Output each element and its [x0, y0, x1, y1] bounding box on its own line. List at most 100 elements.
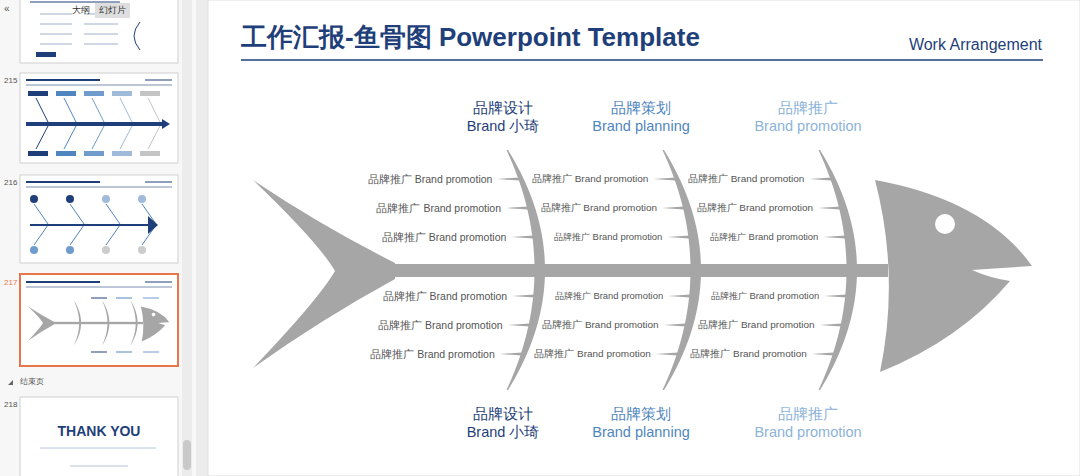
fish-head	[141, 307, 169, 342]
cause-text: 品牌推广 Brand promotion	[555, 291, 663, 302]
category-header: Brand promotion	[754, 118, 861, 135]
thumb-dot	[102, 195, 110, 203]
thumb-subtitle	[145, 182, 172, 183]
panel-tab-active: 幻灯片	[95, 3, 130, 18]
thumb-bone	[36, 98, 48, 122]
thumb-text	[84, 34, 118, 35]
cause-text: 品牌推广 Brand promotion	[710, 232, 818, 243]
thumb-text	[116, 298, 132, 299]
fish-spike	[512, 294, 534, 297]
scrollbar-thumb	[183, 440, 191, 470]
slide-title: 工作汇报-鱼骨图 Powerpoint Template	[241, 23, 700, 53]
thumbnail-slide: THANK YOU	[20, 397, 178, 476]
category-header: 品牌设计	[473, 406, 533, 423]
thumb-bone	[64, 98, 76, 122]
thumb-dot	[102, 246, 110, 254]
thumb-arc	[134, 22, 140, 50]
fish-spike	[506, 206, 528, 209]
thumb-text	[40, 448, 156, 449]
thumb-tag	[28, 151, 48, 156]
thumb-bone	[148, 98, 160, 122]
cause-text: 品牌推广 Brand promotion	[382, 231, 507, 243]
thumb-tag	[28, 91, 48, 96]
thumb-arrow	[148, 216, 158, 234]
fish-spike	[500, 352, 522, 355]
fish-spine	[388, 264, 888, 277]
fish-spike	[668, 294, 690, 297]
thumb-text	[84, 44, 118, 45]
thumb-subtitle	[145, 80, 172, 81]
collapse-button: «	[4, 3, 10, 15]
fish-spike	[662, 206, 684, 209]
fish-rib	[131, 301, 138, 344]
thumb-dot	[138, 195, 146, 203]
thumb-tag	[140, 91, 160, 96]
category-header: Brand planning	[592, 424, 690, 441]
title-rule	[241, 59, 1043, 61]
fish-spike	[824, 294, 846, 297]
thumb-text	[40, 44, 72, 45]
thumb-dot	[30, 246, 38, 254]
fish-spike	[667, 235, 689, 238]
thumb-fish	[28, 301, 169, 344]
cause-text: 品牌推广 Brand promotion	[711, 291, 819, 302]
fish-tail	[28, 307, 54, 341]
category-header: 品牌策划	[611, 100, 671, 117]
thumb-bone	[120, 126, 132, 149]
slide-thumbnail	[20, 175, 178, 263]
thumb-tag	[84, 151, 104, 156]
category-header: 品牌设计	[473, 100, 533, 117]
thumb-tag	[140, 151, 160, 156]
thumb-bone	[92, 98, 104, 122]
thumb-dot	[66, 246, 74, 254]
thumb-bone	[148, 126, 160, 149]
thumb-title	[26, 181, 100, 183]
slide-number: 217	[4, 278, 17, 287]
thumb-bone	[70, 204, 84, 224]
fish-spike	[511, 235, 533, 238]
cause-text: 品牌推广 Brand promotion	[534, 348, 650, 359]
thumb-tag	[112, 91, 132, 96]
thumb-subtitle	[145, 282, 172, 283]
cause-text: 品牌推广 Brand promotion	[688, 173, 804, 184]
section-toggle	[8, 380, 13, 385]
thumb-dot	[138, 246, 146, 254]
thumb-title	[26, 79, 100, 81]
thumb-bone	[106, 204, 120, 224]
thumb-tag	[56, 91, 76, 96]
fish-spike	[508, 323, 530, 326]
thumb-text	[116, 352, 132, 353]
thumb-bone	[70, 225, 84, 245]
thumb-bone	[120, 98, 132, 122]
cause-text: 品牌推广 Brand promotion	[368, 173, 493, 185]
slide-thumbnail	[20, 397, 178, 476]
fishbone	[253, 150, 1032, 390]
thumb-tag	[84, 91, 104, 96]
category-header: 品牌推广	[778, 100, 838, 117]
fish-rib	[74, 301, 81, 344]
fish-spike	[653, 177, 675, 180]
slide-canvas	[208, 0, 1080, 476]
fish-spike	[818, 206, 840, 209]
cause-text: 品牌推广 Brand promotion	[541, 202, 657, 213]
category-header: Brand 小琦	[467, 424, 540, 441]
thumb-tag	[56, 151, 76, 156]
cause-text: 品牌推广 Brand promotion	[690, 348, 806, 359]
category-header: 品牌策划	[611, 406, 671, 423]
thumb-tag	[112, 151, 132, 156]
thumb-rule	[26, 85, 172, 86]
cause-text: 品牌推广 Brand promotion	[697, 202, 813, 213]
fish-eye	[152, 313, 156, 317]
fish-head	[875, 180, 1032, 372]
thumb-dot	[30, 195, 38, 203]
thumb-dot	[66, 195, 74, 203]
fish-spike	[823, 235, 845, 238]
slide-thumbnail	[20, 73, 178, 163]
canvas-margin	[196, 0, 208, 476]
slide-number: 215	[4, 76, 17, 85]
cause-text: 品牌推广 Brand promotion	[378, 319, 503, 331]
thumb-text	[91, 298, 107, 299]
thumb-bone	[34, 225, 48, 245]
